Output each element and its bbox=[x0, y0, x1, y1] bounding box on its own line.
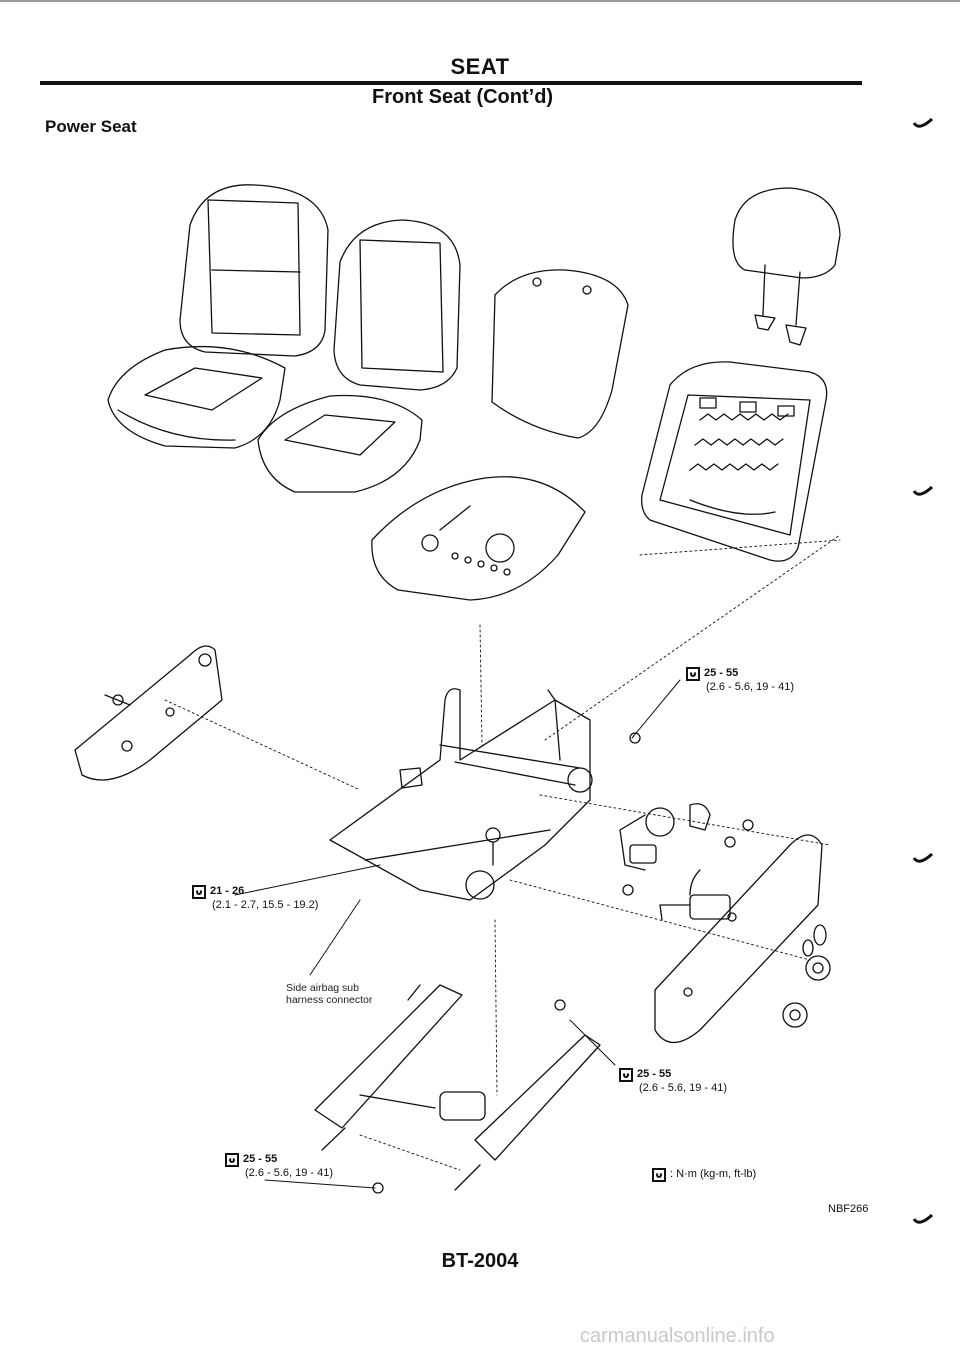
page-title: SEAT bbox=[450, 54, 510, 79]
leader-lines bbox=[164, 534, 841, 1171]
seat-slide-rail-right bbox=[454, 999, 601, 1191]
airbag-connector-label: Side airbag sub harness connector bbox=[286, 982, 373, 1006]
bolt-icon bbox=[742, 819, 754, 831]
top-border-line bbox=[0, 0, 960, 2]
torque-wrench-icon bbox=[192, 885, 206, 899]
seatback-frame bbox=[641, 361, 828, 562]
torque-wrench-icon bbox=[686, 667, 700, 681]
title-rule bbox=[40, 81, 862, 85]
torque-legend: : N·m (kg-m, ft-lb) bbox=[652, 1168, 756, 1182]
page-number: BT-2004 bbox=[441, 1250, 519, 1272]
bolt-icon bbox=[622, 884, 634, 896]
seatback-trim-left bbox=[179, 184, 329, 357]
watermark-text: carmanualsonline.info bbox=[580, 1325, 775, 1347]
seat-frame bbox=[329, 688, 593, 901]
figure-id: NBF266 bbox=[828, 1203, 869, 1215]
torque-callout: 21 - 26 (2.1 - 2.7, 15.5 - 19.2) bbox=[192, 885, 318, 912]
seat-motor-lower bbox=[659, 869, 731, 921]
check-mark-icon bbox=[912, 1213, 934, 1224]
bolt-icon bbox=[629, 732, 641, 744]
seatback-trim-right bbox=[333, 219, 461, 391]
check-mark-icon bbox=[912, 485, 934, 496]
bolt-icon bbox=[112, 694, 124, 706]
slide-motor bbox=[359, 1091, 486, 1121]
left-side-cover bbox=[74, 645, 223, 781]
torque-wrench-icon bbox=[619, 1068, 633, 1082]
check-mark-icon bbox=[912, 852, 934, 863]
torque-callout: 25 - 55 (2.6 - 5.6, 19 - 41) bbox=[225, 1153, 333, 1180]
torque-callout: 25 - 55 (2.6 - 5.6, 19 - 41) bbox=[619, 1068, 727, 1095]
knob-icon bbox=[782, 924, 831, 1028]
torque-wrench-icon bbox=[225, 1153, 239, 1167]
bolt-shank bbox=[104, 694, 131, 706]
seat-cushion-trim-right bbox=[257, 394, 423, 493]
headrest bbox=[732, 187, 841, 346]
seatback-pad bbox=[491, 269, 629, 439]
torque-wrench-icon bbox=[652, 1168, 666, 1182]
check-mark-icon bbox=[912, 117, 934, 128]
bolt-icon bbox=[724, 836, 736, 848]
section-heading: Power Seat bbox=[45, 117, 137, 136]
seat-cushion-trim-left bbox=[107, 345, 286, 449]
seat-slide-rail-left bbox=[314, 984, 463, 1151]
right-side-cover bbox=[654, 834, 823, 1044]
seat-motor-upper bbox=[619, 803, 711, 871]
callout-leaders bbox=[234, 679, 681, 1189]
torque-callout: 25 - 55 (2.6 - 5.6, 19 - 41) bbox=[686, 667, 794, 694]
seat-cushion-frame bbox=[371, 476, 586, 601]
page-subtitle: Front Seat (Cont’d) bbox=[372, 86, 554, 108]
